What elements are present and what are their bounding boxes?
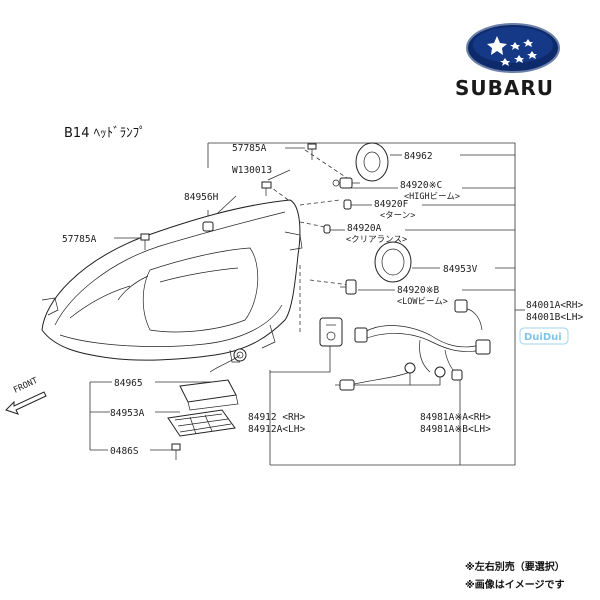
watermark-text: DuiDui: [524, 332, 562, 343]
label-84981a-rh: 84981A※A<RH>: [420, 412, 491, 423]
part-labels: 57785A W130013 84956H 57785A 84962 84920…: [62, 143, 583, 457]
front-direction-indicator: FRONT: [5, 376, 47, 415]
label-84920b: 84920※B: [397, 285, 440, 296]
label-0486s: 0486S: [110, 446, 139, 457]
diagram-title: B14 ﾍｯﾄﾞﾗﾝﾌﾟ: [64, 126, 146, 141]
logo-stars-icon: [487, 36, 537, 66]
small-parts: [140, 142, 491, 460]
label-84953a: 84953A: [110, 408, 145, 419]
label-84920c-sub: <HIGHビーム>: [404, 192, 460, 202]
label-84912a: 84912A<LH>: [248, 424, 305, 435]
label-84953v: 84953V: [443, 264, 478, 275]
note-image-only: ※画像はイメージです: [465, 578, 565, 591]
socket-cover-icon: [167, 409, 236, 437]
label-84001b: 84001B<LH>: [526, 312, 583, 323]
clip-icon: [261, 181, 272, 196]
leader-lines: [89, 142, 525, 466]
label-84920f-sub: <ターン>: [380, 211, 415, 221]
wiring-harness-icon: [339, 299, 491, 391]
label-84920c: 84920※C: [400, 180, 442, 191]
turn-bulb-icon: [343, 199, 352, 210]
low-beam-bulb-icon: [340, 279, 357, 295]
control-module-icon: [179, 354, 241, 411]
label-57785a-top: 57785A: [232, 143, 267, 154]
watermark: DuiDui: [519, 327, 569, 345]
label-84912: 84912 <RH>: [248, 412, 305, 423]
headlamp-assembly: [41, 199, 303, 363]
label-84001a: 84001A<RH>: [526, 300, 583, 311]
front-arrow-icon: [5, 391, 47, 415]
label-57785a-left: 57785A: [62, 234, 97, 245]
label-84920f: 84920F: [374, 199, 409, 210]
dust-cover-icon: [355, 142, 389, 182]
label-84981a-lh: 84981A※B<LH>: [420, 424, 491, 435]
clearance-bulb-icon: [323, 224, 331, 234]
high-beam-bulb-icon: [332, 177, 360, 189]
label-84965: 84965: [114, 378, 143, 389]
label-84962: 84962: [404, 151, 433, 162]
cover-ring-icon: [374, 241, 412, 283]
bolt-icon: [307, 143, 317, 160]
bolt-icon: [140, 233, 150, 250]
label-84920a: 84920A: [347, 223, 382, 234]
front-label: FRONT: [12, 376, 39, 396]
screw-icon: [171, 443, 181, 460]
brand-name: SUBARU: [455, 76, 554, 100]
cap-icon: [202, 221, 214, 232]
label-84920b-sub: <LOWビーム>: [397, 297, 448, 307]
label-84920a-sub: <クリアランス>: [346, 235, 407, 245]
label-84956h: 84956H: [184, 192, 219, 203]
subaru-logo: SUBARU: [455, 23, 560, 100]
leveling-actuator-icon: [319, 317, 343, 347]
note-sold-separately: ※左右別売（要選択）: [465, 560, 565, 573]
label-w130013: W130013: [232, 165, 272, 176]
